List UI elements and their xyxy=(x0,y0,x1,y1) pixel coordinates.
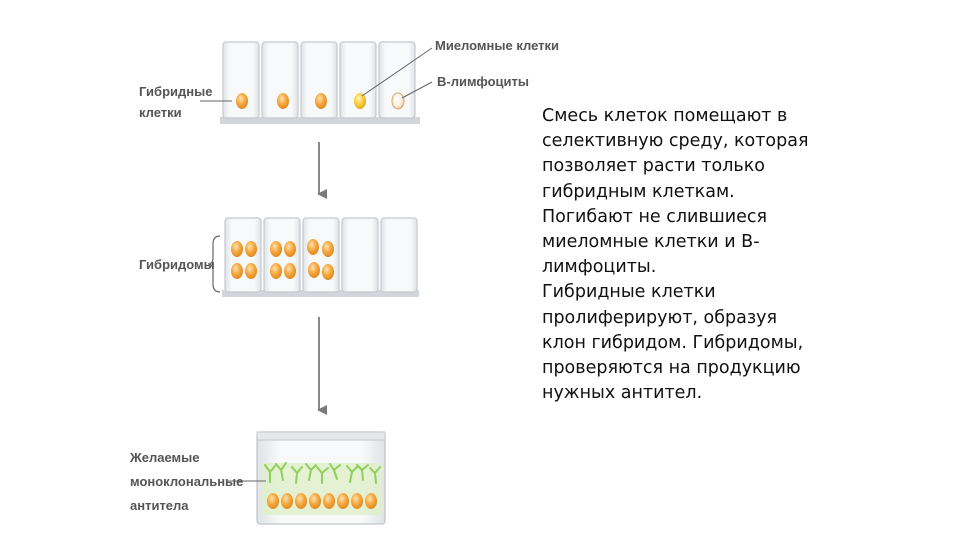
hybrid-cell xyxy=(277,93,289,109)
myeloma-pointer-line xyxy=(361,47,433,97)
hybridoma-cell xyxy=(245,241,257,257)
b-lymphocyte-pointer-line xyxy=(401,81,433,99)
antibody xyxy=(275,462,287,481)
myeloma-cell xyxy=(354,93,366,109)
antibody xyxy=(305,463,317,481)
well-plate-hybridomas xyxy=(222,217,419,297)
description-line: клон гибридом. Гибридомы, xyxy=(542,332,804,353)
hybrid-cell xyxy=(315,93,327,109)
antibodies-group xyxy=(264,462,381,484)
well xyxy=(261,41,299,119)
hybridoma-cell xyxy=(365,493,377,509)
well xyxy=(222,41,260,119)
antibody xyxy=(316,466,329,484)
hybridoma-cell xyxy=(270,263,282,279)
hybridoma-cell xyxy=(281,493,293,509)
hybridoma-cell xyxy=(245,263,257,279)
label-myeloma-cells: Миеломные клетки xyxy=(435,38,559,53)
hybridoma-cell xyxy=(231,263,243,279)
label-b-lymphocytes: В-лимфоциты xyxy=(437,74,529,89)
label-desired-antibodies-line3: антитела xyxy=(130,498,189,513)
antibody xyxy=(329,463,341,480)
hybridoma-cell xyxy=(308,262,320,278)
description-line: гибридным клеткам. xyxy=(542,181,735,202)
culture-dish xyxy=(256,431,386,525)
hybridoma-cell xyxy=(351,493,363,509)
hybridoma-cell xyxy=(337,493,349,509)
label-desired-antibodies-line2: моноклональные xyxy=(130,474,243,489)
well xyxy=(263,217,301,293)
hybridoma-cell xyxy=(322,241,334,257)
well xyxy=(300,41,338,119)
antibody xyxy=(369,466,381,484)
b-lymphocyte-cell xyxy=(391,92,405,110)
description-line: селективную среду, которая xyxy=(542,131,809,152)
antibody xyxy=(264,464,276,483)
description-text: Смесь клеток помещают в селективную сред… xyxy=(542,104,872,406)
label-hybridomas: Гибридомы xyxy=(139,257,215,272)
well xyxy=(380,217,418,293)
well-plate-hybrid-cells xyxy=(220,41,420,124)
hybridoma-cell xyxy=(270,241,282,257)
hybridoma-cell xyxy=(309,493,321,509)
description-line: Смесь клеток помещают в xyxy=(542,106,788,126)
plate-base xyxy=(222,290,419,297)
well-row xyxy=(222,41,416,119)
well xyxy=(341,217,379,293)
hybridoma-cell xyxy=(284,263,296,279)
hybrid-cell xyxy=(236,93,248,109)
description-line: Гибридные клетки xyxy=(542,282,716,303)
hybridoma-cell xyxy=(284,241,296,257)
hybridoma-cell xyxy=(295,493,307,509)
label-hybrid-cells-line2: клетки xyxy=(139,105,182,120)
hybridoma-cell xyxy=(323,493,335,509)
well xyxy=(378,41,416,119)
description-line: пролиферируют, образуя xyxy=(542,307,778,328)
hybridoma-cell xyxy=(307,239,319,255)
description-line: позволяет расти только xyxy=(542,156,765,177)
well xyxy=(224,217,262,293)
label-hybrid-cells-line1: Гибридные xyxy=(139,84,212,99)
description-line: Погибают не слившиеся xyxy=(542,206,768,227)
label-desired-antibodies-line1: Желаемые xyxy=(129,450,199,465)
antibody xyxy=(356,464,369,481)
description-line: нужных антител. xyxy=(542,383,703,404)
hybridoma-cell xyxy=(322,264,334,280)
well xyxy=(302,217,340,293)
description-line: миеломные клетки и В- xyxy=(542,232,760,253)
description-line: проверяются на продукцию xyxy=(542,358,801,379)
hybridoma-cell xyxy=(267,493,279,509)
plate-base xyxy=(220,117,420,124)
hybridomas-brace xyxy=(207,235,221,293)
antibody xyxy=(346,465,358,483)
antibody xyxy=(291,466,303,484)
dish-rim xyxy=(256,431,386,441)
well xyxy=(339,41,377,119)
hybridoma-cell xyxy=(231,241,243,257)
description-line: лимфоциты. xyxy=(542,257,657,278)
